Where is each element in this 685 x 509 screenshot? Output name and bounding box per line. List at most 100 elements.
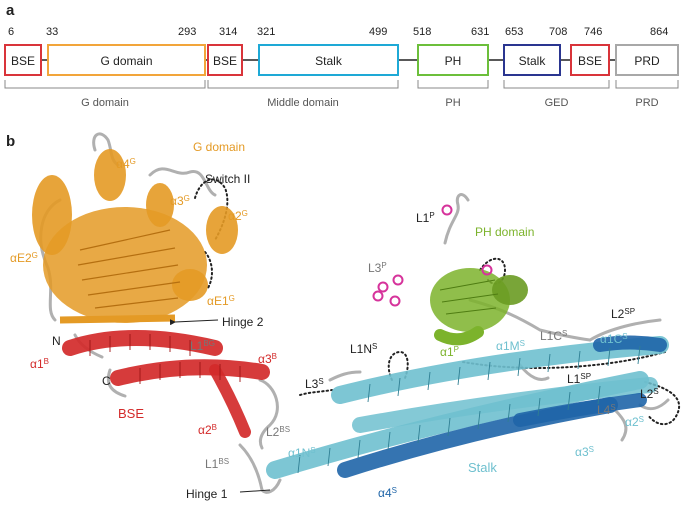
- label-l1ns: L1NS: [350, 342, 377, 357]
- domain-group-bracket: [4, 80, 206, 89]
- ph-domain-core: [430, 268, 510, 332]
- residue-number: 708: [549, 26, 567, 38]
- residue-number: 314: [219, 26, 237, 38]
- helix-a2b: [209, 364, 251, 438]
- label-alpha3s: α3S: [575, 445, 594, 460]
- label-alpha1p: α1P: [440, 345, 459, 360]
- dotted-l2s: [644, 381, 681, 426]
- domain-box-label: BSE: [11, 54, 35, 68]
- dotted-l3s: [299, 389, 333, 396]
- g-domain-core: [43, 207, 207, 323]
- domain-box-label: PRD: [634, 54, 660, 68]
- label-alphaE2g: αE2G: [10, 251, 38, 266]
- label-alpha1cs: α1CS: [600, 332, 628, 347]
- residue-number: 6: [8, 26, 14, 38]
- label-hinge1: Hinge 1: [186, 487, 228, 501]
- label-alpha4g: α4G: [116, 157, 136, 172]
- label-l1bg: L1BG: [190, 339, 215, 354]
- domain-group-label: G domain: [81, 97, 129, 109]
- loop-l1p: [443, 193, 470, 245]
- g-domain-sheet: [77, 229, 181, 309]
- label-l2bs: L2BS: [266, 425, 290, 440]
- lipid-circle: [377, 281, 389, 293]
- domain-group-label: Middle domain: [267, 97, 339, 109]
- domain-group-bracket: [417, 80, 489, 89]
- domain-box: [47, 44, 206, 76]
- label-n-term: N: [52, 334, 61, 348]
- label-alpha2g: α2G: [228, 209, 248, 224]
- helix-a4g: [94, 149, 126, 201]
- residue-number: 864: [650, 26, 668, 38]
- label-stalk: Stalk: [468, 460, 497, 475]
- loop-l4s: [613, 408, 628, 442]
- hinge1-leader: [239, 489, 271, 493]
- loop-l1bs: [238, 443, 282, 494]
- dotted-g2: [204, 251, 213, 289]
- helix-a1b: [62, 330, 223, 356]
- label-l1cs: L1CS: [540, 329, 567, 344]
- helix-ae2g: [32, 175, 72, 255]
- dotted-l1ns: [387, 350, 409, 381]
- label-alpha1b: α1B: [30, 357, 49, 372]
- label-l4s: L4S: [597, 403, 616, 418]
- domain-box: [4, 44, 42, 76]
- g-domain-cartoon: [32, 149, 238, 324]
- domain-box: [615, 44, 679, 76]
- bse-cartoon: [62, 330, 270, 438]
- residue-number: 653: [505, 26, 523, 38]
- residue-number: 746: [584, 26, 602, 38]
- label-hinge2: Hinge 2: [222, 315, 264, 329]
- lipid-circle: [389, 295, 401, 307]
- lipid-circle: [481, 264, 493, 276]
- domain-box: [207, 44, 243, 76]
- domain-group-label: PRD: [635, 97, 658, 109]
- lipid-circle: [392, 274, 404, 286]
- label-l1p: L1P: [416, 211, 435, 226]
- domain-group-label: GED: [545, 97, 569, 109]
- domain-group-bracket: [503, 80, 610, 89]
- stalk-cartoon: [266, 335, 669, 479]
- loop-a3g: [148, 167, 217, 197]
- domain-box: [570, 44, 610, 76]
- lipid-binding-sites: [372, 204, 493, 307]
- domain-box-label: PH: [445, 54, 462, 68]
- label-l3p: L3P: [368, 261, 387, 276]
- label-l2s: L2S: [640, 387, 659, 402]
- helix-a3g: [146, 183, 174, 227]
- domain-box-label: Stalk: [315, 54, 343, 68]
- ph-domain-lobe: [492, 275, 528, 305]
- hinge2-strand: [59, 314, 176, 324]
- label-alpha1ms: α1MS: [496, 339, 525, 354]
- label-c-term: C: [102, 374, 111, 388]
- domain-box: [417, 44, 489, 76]
- label-bse: BSE: [118, 406, 144, 421]
- label-ph-domain: PH domain: [475, 225, 534, 239]
- domain-group-label: PH: [445, 97, 460, 109]
- helix-a3b: [110, 359, 270, 386]
- residue-number: 33: [46, 26, 58, 38]
- loop-l2bs: [258, 378, 279, 450]
- helix-a3s: [513, 393, 647, 427]
- domain-box-label: Stalk: [519, 54, 547, 68]
- residue-number: 631: [471, 26, 489, 38]
- residue-number: 499: [369, 26, 387, 38]
- leader-lines: [169, 319, 271, 493]
- label-l1bs: L1BS: [205, 457, 229, 472]
- residue-number: 293: [178, 26, 196, 38]
- label-l2sp: L2SP: [611, 307, 635, 322]
- ph-domain-cartoon: [430, 268, 528, 346]
- lipid-circle: [372, 290, 384, 302]
- helix-ae1g: [172, 269, 208, 301]
- label-alpha1ns: α1NS: [288, 446, 316, 461]
- helix-a2g: [206, 206, 238, 254]
- label-alphaE1g: αE1G: [207, 294, 235, 309]
- label-switch2: Switch II: [205, 172, 250, 186]
- label-g-domain: G domain: [193, 140, 245, 154]
- domain-box-label: BSE: [578, 54, 602, 68]
- helix-a1p: [434, 326, 484, 346]
- panel-a-letter: a: [6, 2, 15, 19]
- domain-box: [503, 44, 561, 76]
